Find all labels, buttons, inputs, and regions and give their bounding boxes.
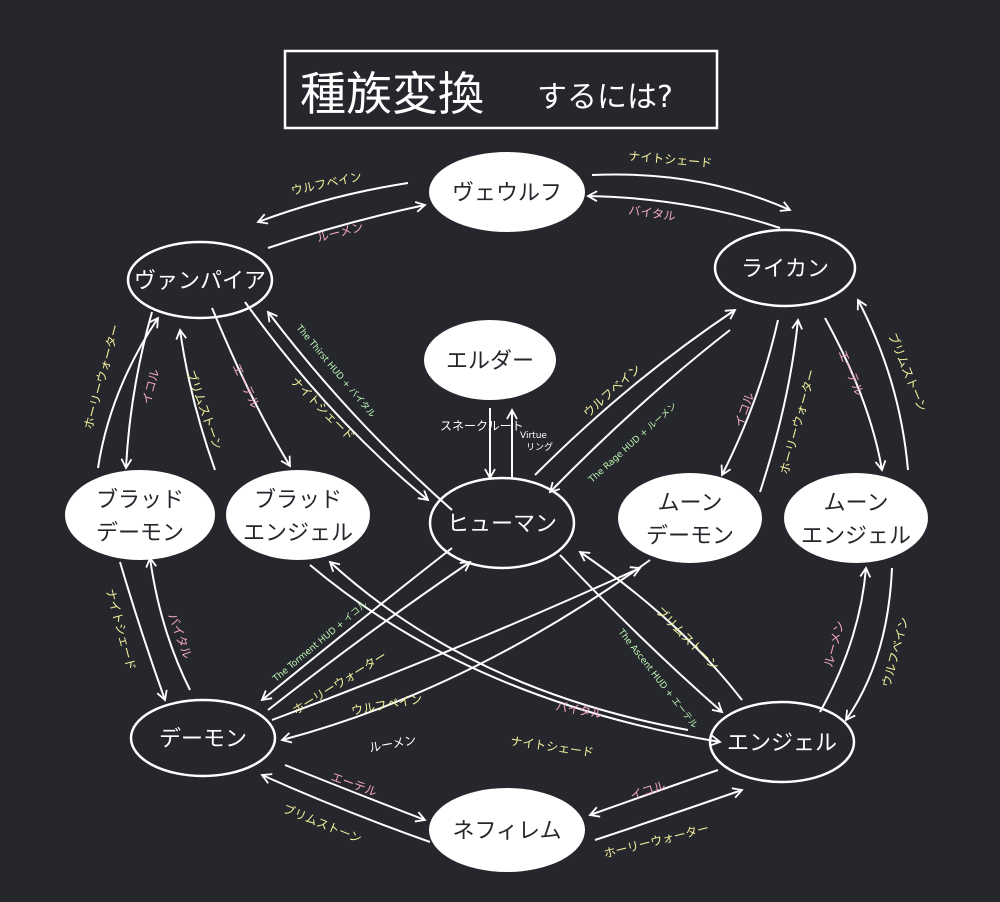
label-holywater-an: ホーリーウォーター: [602, 821, 710, 861]
node-vampire-label: ヴァンパイア: [134, 269, 266, 294]
node-werewolf-label: ヴェウルフ: [452, 181, 562, 206]
arrow-moonangel-to-lycan: [856, 298, 909, 471]
arrow-moondemon-to-lycan: [759, 318, 803, 493]
node-demon-label: デーモン: [159, 727, 247, 752]
node-nephilim: ネフィレム: [429, 788, 585, 872]
arrow-human-to-vampire: [266, 310, 453, 511]
arrow-angel-to-human: [578, 550, 743, 701]
node-elder-label: エルダー: [446, 349, 534, 374]
arrow-angel-to-moonangel: [819, 566, 872, 713]
node-demon: デーモン: [129, 698, 277, 778]
label-vital-wl: バイタル: [628, 203, 677, 223]
label-holywater-lmd: ホーリーウォーター: [777, 368, 818, 476]
label-brimstone-ha: ブリムストーン: [653, 604, 723, 674]
label-thirst: The Thirst HUD + バイタル: [293, 322, 377, 420]
arrow-lycan-to-human: [548, 329, 731, 494]
arrow-demon-to-blooddemon: [145, 556, 191, 691]
arrow-werewolf-to-lycan: [591, 173, 792, 212]
arrow-human-to-angel: [559, 554, 724, 714]
label-nightshade-wl: ナイトシェード: [628, 149, 713, 170]
label-lumen-vw: ルーメン: [315, 220, 365, 245]
label-vital-bdd: バイタル: [165, 611, 194, 660]
node-werewolf: ヴェウルフ: [429, 152, 585, 232]
node-blood-demon-line2: デーモン: [96, 521, 184, 546]
arrow-vampire-to-blooddemon: [120, 311, 153, 470]
title-main: 種族変換: [300, 67, 484, 121]
arrow-angel-to-nephilim: [588, 769, 719, 818]
arrow-vampire-to-bloodangel: [211, 307, 291, 468]
node-lycan-label: ライカン: [741, 257, 829, 282]
node-blood-angel-line2: エンジェル: [243, 521, 353, 546]
label-virtue: Virtue: [520, 431, 547, 441]
node-nephilim-label: ネフィレム: [452, 819, 561, 844]
node-moon-angel: ムーン エンジェル: [784, 473, 928, 563]
label-ichor-an: イコル: [629, 778, 668, 802]
arrow-demon-to-human: [267, 560, 472, 711]
arrow-vampire-to-werewolf: [267, 201, 427, 249]
arrow-demon-to-nephilim: [284, 764, 427, 823]
label-vital-x: バイタル: [554, 699, 603, 721]
label-nightshade-bdd: ナイトシェード: [103, 587, 138, 672]
label-wolfbane-x: ウルフベイン: [350, 692, 423, 718]
arrow-blooddemon-to-vampire: [97, 316, 160, 469]
node-blood-angel: ブラッド エンジェル: [226, 470, 370, 560]
node-vampire: ヴァンパイア: [126, 240, 274, 320]
node-moon-demon-line1: ムーン: [658, 491, 723, 516]
arrow-vampire-to-human: [244, 301, 430, 502]
label-nightshade-x: ナイトシェード: [510, 734, 595, 760]
label-ether-lma: エーテル: [835, 348, 866, 398]
label-snakeroot: スネークルート: [440, 419, 524, 433]
node-angel: エンジェル: [708, 700, 856, 784]
arrow-angel-to-bloodangel: [328, 560, 689, 731]
arrow-werewolf-to-vampire: [256, 182, 409, 225]
label-ether-vba: エーテル: [229, 361, 262, 410]
node-moon-angel-line1: ムーン: [824, 491, 889, 516]
node-blood-angel-line1: ブラッド: [254, 488, 342, 513]
arrow-lycan-to-moonangel: [824, 317, 887, 472]
node-moon-angel-line2: エンジェル: [801, 524, 911, 549]
arrow-moondemon-to-demon: [280, 559, 651, 744]
label-ring: リング: [526, 441, 553, 453]
arrow-human-to-lycan: [534, 308, 737, 476]
label-lumen-x: ルーメン: [368, 733, 417, 755]
label-ether-dn: エーテル: [329, 770, 379, 800]
arrow-nephilim-to-angel: [594, 787, 744, 841]
label-ichor-vbd: イコル: [139, 367, 162, 405]
node-blood-demon: ブラッド デーモン: [65, 470, 215, 560]
node-blood-demon-line1: ブラッド: [96, 488, 184, 513]
node-human: ヒューマン: [428, 476, 576, 570]
label-brimstone-dn: ブリムストーン: [281, 801, 364, 846]
node-lycan: ライカン: [713, 228, 857, 308]
node-moon-demon-line2: デーモン: [646, 524, 734, 549]
arrow-lycan-to-werewolf: [586, 190, 781, 229]
label-ichor-lmd: イコル: [732, 390, 757, 429]
arrow-lycan-to-moondemon: [720, 319, 779, 477]
arrow-bloodangel-to-vampire: [175, 328, 216, 471]
arrow-moonangel-to-angel: [844, 567, 893, 722]
arrows: [97, 173, 909, 843]
arrow-blooddemon-to-demon: [119, 561, 168, 702]
arrow-bloodangel-to-angel: [309, 564, 722, 747]
arrow-human-to-demon: [260, 547, 453, 702]
node-elder: エルダー: [424, 320, 556, 400]
arrow-nephilim-to-demon: [260, 773, 431, 843]
title-sub: するには?: [537, 80, 673, 115]
node-moon-demon: ムーン デーモン: [618, 473, 762, 563]
node-human-label: ヒューマン: [447, 512, 557, 537]
label-holywater-vbd: ホーリーウォーター: [81, 323, 122, 431]
title-box: 種族変換 するには?: [283, 49, 719, 130]
node-angel-label: エンジェル: [727, 731, 837, 756]
label-brimstone-lma: ブリムストーン: [885, 331, 930, 414]
